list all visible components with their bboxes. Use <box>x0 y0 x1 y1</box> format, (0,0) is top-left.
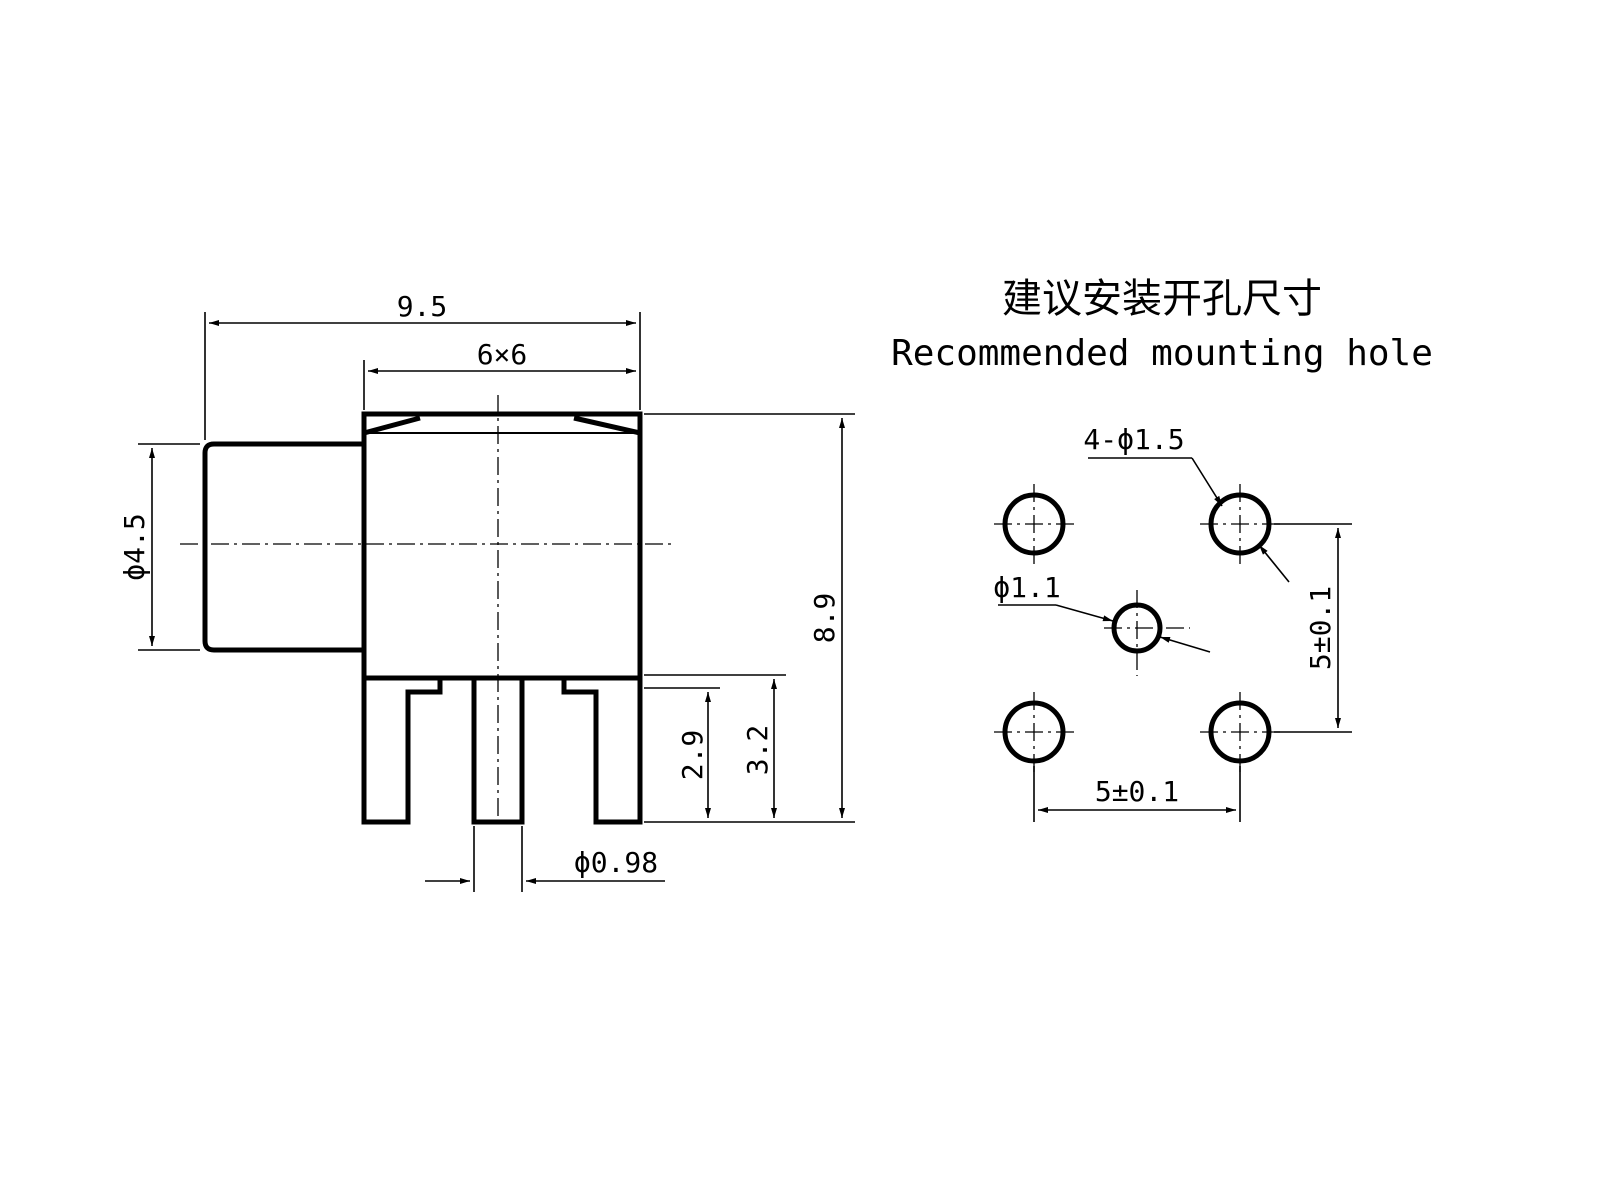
ground-hole-top-left <box>994 484 1074 564</box>
pin-diameter-label: ϕ0.98 <box>574 846 658 879</box>
overall-height-label: 8.9 <box>808 593 841 644</box>
mounting-hole-pattern: 4-ϕ1.5 ϕ1.1 5±0.1 5±0.1 <box>993 423 1352 822</box>
body-chamfer-left <box>363 415 421 436</box>
ground-hole-bottom-right <box>1200 692 1280 772</box>
ground-pin-right <box>561 678 643 825</box>
dim-overall-height: 8.9 <box>644 413 855 823</box>
vertical-pitch-label: 5±0.1 <box>1304 586 1337 670</box>
ground-pin-left <box>361 678 443 825</box>
ground-holes-label: 4-ϕ1.5 <box>1083 423 1184 456</box>
body-size-label: 6×6 <box>477 338 528 371</box>
horizontal-pitch-label: 5±0.1 <box>1095 775 1179 808</box>
dim-diameter: ϕ4.5 <box>118 443 200 651</box>
dim-pin-outer: 2.9 <box>644 687 720 818</box>
dim-pin-center: 3.2 <box>644 674 786 818</box>
center-hole-label: ϕ1.1 <box>993 571 1060 604</box>
dim-overall-length: 9.5 <box>204 290 641 440</box>
leader-center-hole: ϕ1.1 <box>993 571 1211 653</box>
connector-body <box>361 411 643 681</box>
ground-hole-top-right <box>1200 484 1280 564</box>
dim-horizontal-pitch: 5±0.1 <box>1033 766 1241 822</box>
body-chamfer-right <box>573 415 641 436</box>
title-english: Recommended mounting hole <box>891 333 1433 374</box>
ground-hole-bottom-left <box>994 692 1074 772</box>
center-hole <box>1104 590 1190 676</box>
connector-cylinder <box>202 441 362 653</box>
dim-body-size: 6×6 <box>363 338 636 410</box>
overall-length-label: 9.5 <box>397 290 448 323</box>
pin-outer-label: 2.9 <box>676 730 709 781</box>
diameter-label: ϕ4.5 <box>118 513 151 580</box>
dim-vertical-pitch: 5±0.1 <box>1274 523 1352 733</box>
pin-center-label: 3.2 <box>741 725 774 776</box>
leader-ground-holes: 4-ϕ1.5 <box>1083 423 1290 583</box>
side-view: 9.5 6×6 ϕ4.5 8.9 2.9 <box>118 290 855 892</box>
title-chinese: 建议安装开孔尺寸 <box>1002 276 1322 322</box>
dim-pin-diameter: ϕ0.98 <box>425 826 665 892</box>
